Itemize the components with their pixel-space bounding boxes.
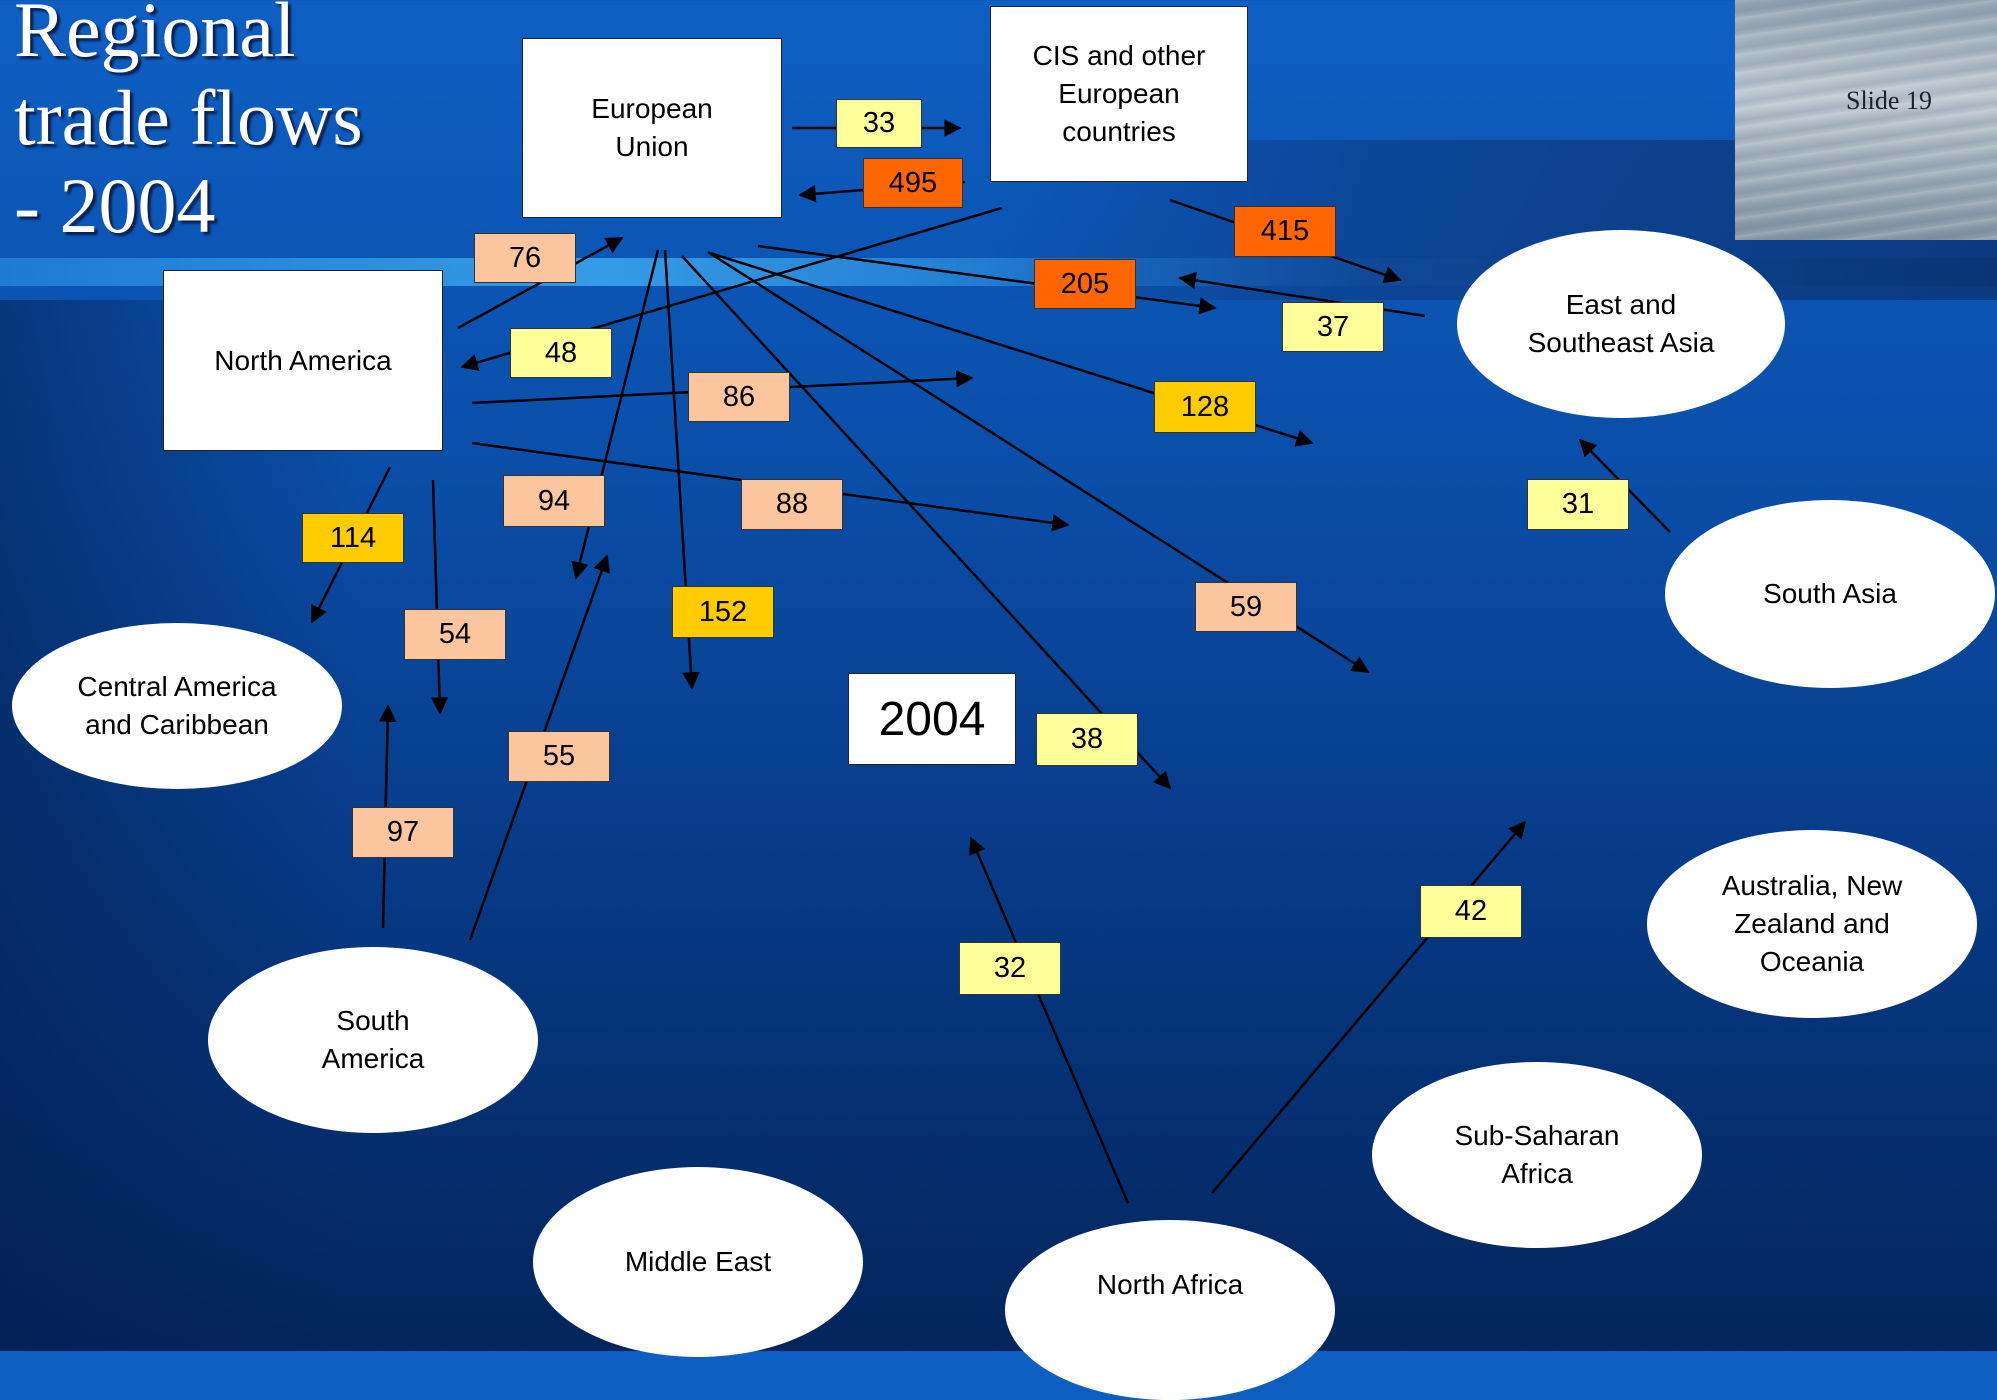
flow-label-sam-na: 97	[352, 807, 454, 858]
region-east-southeast-asia[interactable]: East and Southeast Asia	[1457, 230, 1785, 418]
region-sub-saharan-africa[interactable]: Sub-Saharan Africa	[1372, 1062, 1702, 1248]
flow-label-eu-ssa: 59	[1195, 582, 1297, 632]
arrow-esa-eu	[1178, 271, 1426, 318]
region-south-america[interactable]: South America	[208, 947, 538, 1133]
arrow-naf-eu	[969, 836, 1130, 1204]
flow-label-sasia-esa: 31	[1527, 479, 1629, 530]
region-australia-nz-oceania[interactable]: Australia, New Zealand and Oceania	[1647, 830, 1977, 1018]
region-european-union[interactable]: European Union	[522, 38, 782, 218]
title-line-3: - 2004	[14, 162, 216, 249]
region-north-america[interactable]: North America	[163, 270, 443, 451]
flow-label-cis-esa: 415	[1234, 206, 1336, 257]
region-north-africa[interactable]: North Africa	[1005, 1220, 1335, 1400]
slide-number: Slide 19	[1846, 86, 1932, 115]
arrow-na-eu	[457, 236, 624, 330]
flow-label-naf-esa: 42	[1420, 885, 1522, 938]
flow-label-sam-eu: 55	[508, 731, 610, 782]
flow-label-naf-eu: 32	[959, 942, 1061, 995]
flow-label-na-cac: 114	[302, 513, 404, 563]
arrow-naf-esa	[1211, 820, 1527, 1194]
flow-label-na-sam-54: 54	[404, 609, 506, 660]
flow-label-esa-eu: 37	[1282, 302, 1384, 352]
title-line-1: Regional	[14, 0, 296, 73]
arrow-eu-esa-205	[757, 244, 1217, 315]
water-image	[1735, 0, 1997, 240]
region-south-asia[interactable]: South Asia	[1665, 500, 1995, 688]
flow-label-cis-na: 48	[510, 328, 612, 378]
flow-label-eu-naf: 38	[1036, 713, 1138, 766]
year-label: 2004	[848, 673, 1016, 765]
flow-label-cis-eu: 495	[863, 158, 963, 208]
arrow-na-sam-54	[430, 479, 449, 715]
title-line-2: trade flows	[14, 74, 363, 161]
arrow-eu-naf	[681, 255, 1172, 790]
flow-label-na-eu: 76	[474, 233, 576, 283]
flow-label-eu-esa-205: 205	[1034, 259, 1136, 309]
flow-label-eu-esa-128: 128	[1154, 381, 1256, 433]
flow-label-na-esa-86: 86	[688, 372, 790, 422]
background-shade	[0, 300, 360, 1351]
region-middle-east[interactable]: Middle East	[533, 1167, 863, 1357]
slide-title: Regional trade flows - 2004	[14, 0, 363, 250]
flow-label-eu-sam-94: 94	[503, 475, 605, 527]
flow-label-na-sasia: 88	[741, 479, 843, 530]
flow-label-eu-me: 152	[672, 586, 774, 638]
region-central-america-caribbean[interactable]: Central America and Caribbean	[12, 623, 342, 789]
arrow-eu-sam-94	[571, 249, 660, 580]
region-cis[interactable]: CIS and other European countries	[990, 6, 1248, 182]
flow-label-eu-cis: 33	[836, 99, 922, 148]
